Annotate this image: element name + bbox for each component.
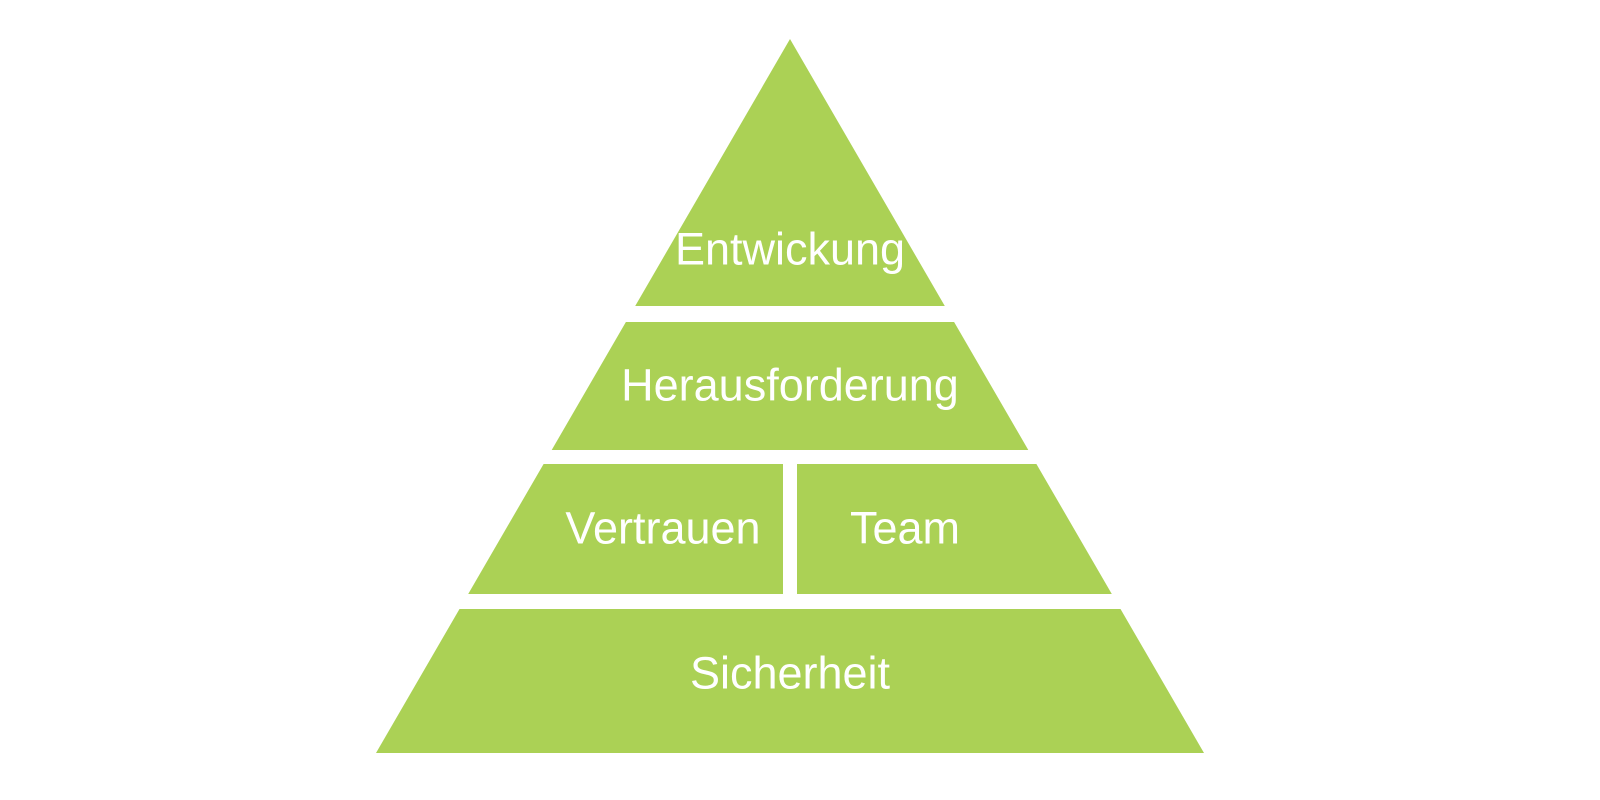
pyramid-label-sicherheit: Sicherheit [690,648,891,699]
pyramid-label-vertrauen: Vertrauen [565,503,760,554]
pyramid-segment-sicherheit [376,609,1204,753]
pyramid-segment-herausforderung [551,322,1029,450]
pyramid-label-herausforderung: Herausforderung [621,360,959,411]
pyramid-segment-team [797,464,1112,594]
pyramid-label-entwickung: Entwickung [675,224,905,275]
pyramid-segment-vertrauen [468,464,783,594]
pyramid-segment-entwickung [635,39,945,306]
pyramid-label-team: Team [850,503,960,554]
